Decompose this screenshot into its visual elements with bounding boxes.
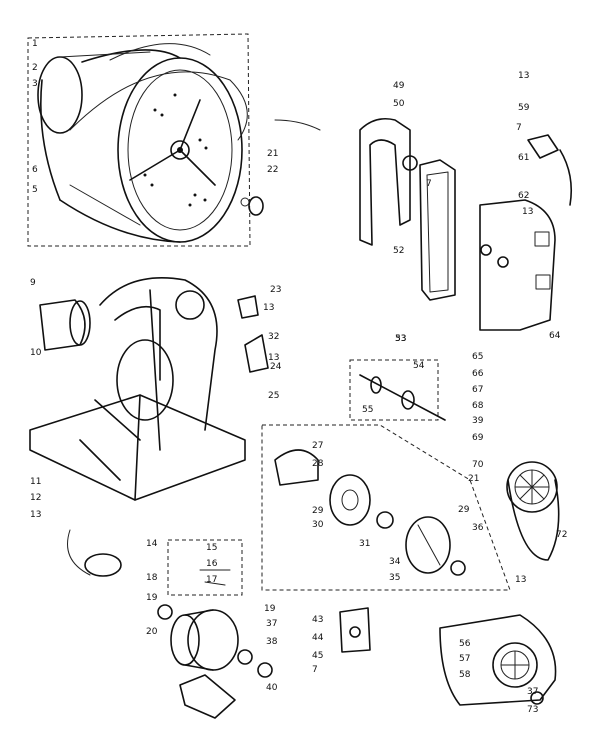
label-15: 15 bbox=[206, 543, 217, 553]
label-72: 72 bbox=[556, 530, 567, 540]
drive-shaft-group bbox=[349, 359, 446, 421]
label-12: 12 bbox=[30, 493, 41, 503]
switch-bracket bbox=[339, 607, 371, 653]
drum-perforations bbox=[143, 93, 208, 207]
label-62: 62 bbox=[518, 191, 529, 201]
label-13f: 13 bbox=[515, 575, 526, 585]
label-73: 73 bbox=[527, 705, 538, 715]
label-28: 28 bbox=[312, 459, 324, 469]
label-19a: 19 bbox=[146, 593, 158, 603]
idler-pulley bbox=[506, 461, 560, 561]
label-29b: 29 bbox=[458, 505, 470, 515]
label-55: 55 bbox=[362, 405, 373, 415]
label-69: 69 bbox=[472, 433, 484, 443]
label-61: 61 bbox=[518, 153, 529, 163]
label-21a: 21 bbox=[267, 149, 278, 159]
label-57: 57 bbox=[459, 654, 470, 664]
drive-pulley bbox=[439, 614, 557, 706]
label-43: 43 bbox=[312, 615, 323, 625]
label-14: 14 bbox=[146, 539, 158, 549]
label-31: 31 bbox=[359, 539, 370, 549]
label-7c: 7 bbox=[426, 179, 432, 189]
label-59: 59 bbox=[518, 103, 530, 113]
label-13c: 13 bbox=[263, 303, 274, 313]
label-24: 24 bbox=[270, 362, 282, 372]
drum-assembly bbox=[27, 33, 264, 247]
label-13e: 13 bbox=[522, 207, 533, 217]
label-22: 22 bbox=[267, 165, 278, 175]
label-36: 36 bbox=[472, 523, 484, 533]
label-13a: 13 bbox=[518, 71, 529, 81]
label-37b: 37 bbox=[527, 687, 538, 697]
label-7b: 7 bbox=[312, 665, 318, 675]
label-67: 67 bbox=[472, 385, 483, 395]
label-50: 50 bbox=[393, 99, 405, 109]
label-29a: 29 bbox=[312, 506, 324, 516]
label-35: 35 bbox=[389, 573, 400, 583]
label-13b: 13 bbox=[30, 510, 41, 520]
label-23: 23 bbox=[270, 285, 281, 295]
label-45: 45 bbox=[312, 651, 323, 661]
label-2: 2 bbox=[32, 63, 38, 73]
label-30: 30 bbox=[312, 520, 324, 530]
label-52: 52 bbox=[393, 246, 404, 256]
label-68: 68 bbox=[472, 401, 484, 411]
label-3: 3 bbox=[32, 79, 38, 89]
label-56: 56 bbox=[459, 639, 471, 649]
label-18: 18 bbox=[146, 573, 158, 583]
label-65: 65 bbox=[472, 352, 483, 362]
label-40: 40 bbox=[266, 683, 278, 693]
label-9: 9 bbox=[30, 278, 36, 288]
motor-assembly bbox=[157, 539, 273, 719]
label-33: 33 bbox=[395, 334, 406, 344]
label-6: 6 bbox=[32, 165, 38, 175]
label-27: 27 bbox=[312, 441, 323, 451]
label-58: 58 bbox=[459, 670, 471, 680]
label-66: 66 bbox=[472, 369, 484, 379]
label-13d: 13 bbox=[268, 353, 279, 363]
label-44: 44 bbox=[312, 633, 324, 643]
label-39: 39 bbox=[472, 416, 484, 426]
label-49: 49 bbox=[393, 81, 405, 91]
label-17: 17 bbox=[206, 575, 217, 585]
label-16: 16 bbox=[206, 559, 218, 569]
label-5: 5 bbox=[32, 185, 38, 195]
label-21b: 21 bbox=[468, 474, 479, 484]
label-10: 10 bbox=[30, 348, 42, 358]
label-70: 70 bbox=[472, 460, 484, 470]
label-11: 11 bbox=[30, 477, 41, 487]
blower-assembly bbox=[261, 424, 511, 591]
part-number-labels: 1 2 3 5 6 7 7 9 10 11 12 13 13 13 13 13 … bbox=[30, 39, 567, 715]
label-1: 1 bbox=[32, 39, 38, 49]
label-20: 20 bbox=[146, 627, 158, 637]
label-53: 53 bbox=[395, 334, 406, 344]
label-19b: 19 bbox=[264, 604, 276, 614]
label-25: 25 bbox=[268, 391, 279, 401]
label-54: 54 bbox=[413, 361, 425, 371]
rear-bulkhead-parts bbox=[274, 117, 573, 331]
cabinet-base bbox=[29, 277, 269, 577]
label-32: 32 bbox=[268, 332, 279, 342]
label-64: 64 bbox=[549, 331, 561, 341]
label-38: 38 bbox=[266, 637, 278, 647]
label-37a: 37 bbox=[266, 619, 277, 629]
label-7a: 7 bbox=[516, 123, 522, 133]
label-34: 34 bbox=[389, 557, 401, 567]
